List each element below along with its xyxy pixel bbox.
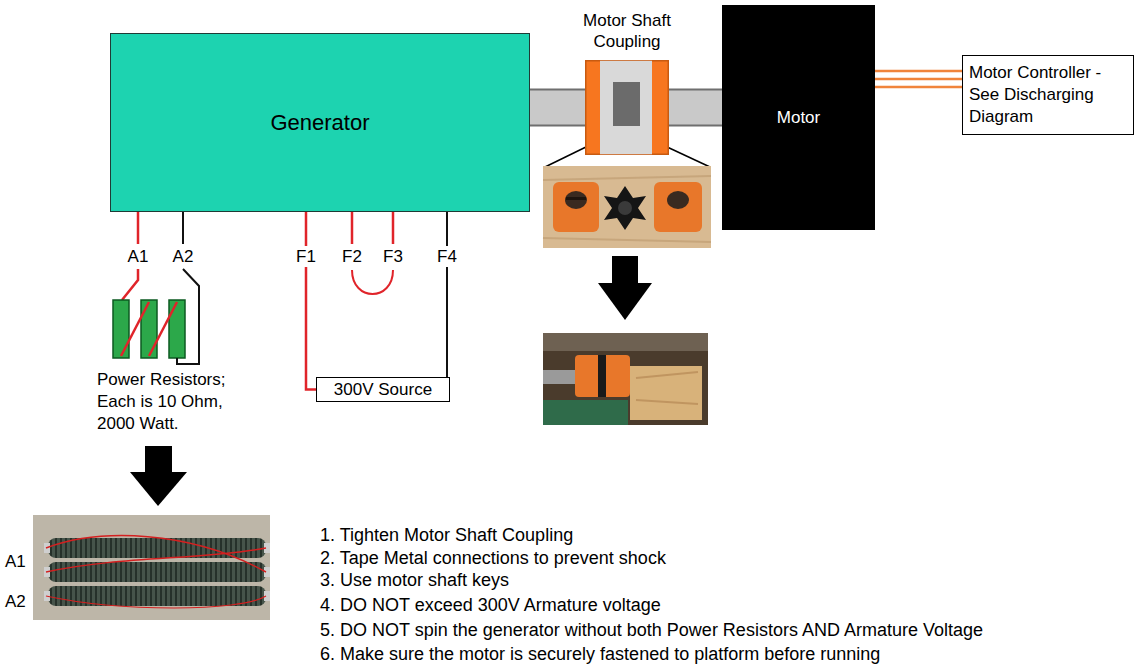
pin-label: A2 xyxy=(171,246,196,267)
instruction-note: 5. DO NOT spin the generator without bot… xyxy=(318,619,985,641)
coupling-symbol xyxy=(585,60,669,155)
resistor-caption: Power Resistors; Each is 10 Ohm, 2000 Wa… xyxy=(95,369,244,435)
box-label: 300V Source xyxy=(334,380,432,400)
controller-wire xyxy=(875,71,962,72)
armature-wiring xyxy=(113,212,199,364)
pin-label: F1 xyxy=(294,246,318,267)
source-box: 300V Source xyxy=(316,377,450,402)
shaft-coupling: Motor Shaft Coupling xyxy=(585,60,669,155)
resistor-photo xyxy=(33,515,270,620)
pin-label: A2 xyxy=(3,591,28,612)
controller-box: Motor Controller - See Discharging Diagr… xyxy=(962,55,1134,135)
motor-shaft-stroke xyxy=(669,89,722,127)
field-wire xyxy=(306,212,316,390)
box-label: Motor xyxy=(777,107,820,128)
box-label: Generator xyxy=(270,110,369,136)
controller-wire xyxy=(875,79,962,80)
direction-arrow xyxy=(598,256,652,320)
instruction-note: 2. Tape Metal connections to prevent sho… xyxy=(318,547,668,569)
controller-wire xyxy=(875,87,962,88)
motor-shaft-stroke xyxy=(530,89,585,127)
box-label: Motor Controller - See Discharging Diagr… xyxy=(969,62,1127,128)
motor-box: Motor xyxy=(722,5,875,230)
pin-label: F4 xyxy=(435,246,459,267)
motor-shaft xyxy=(530,107,585,108)
field-wire xyxy=(447,212,450,390)
instruction-note: 3. Use motor shaft keys xyxy=(318,569,511,591)
part-heading: Motor Shaft Coupling xyxy=(565,10,689,52)
controller-wire-stroke xyxy=(875,78,962,81)
generator-box: Generator xyxy=(110,33,530,212)
pin-label: A1 xyxy=(3,551,28,572)
direction-arrow xyxy=(130,446,187,506)
installed-coupling-photo xyxy=(543,333,708,425)
coupling-parts-photo xyxy=(543,166,711,248)
instruction-note: 1. Tighten Motor Shaft Coupling xyxy=(318,524,575,546)
motor-shaft xyxy=(669,107,722,108)
instruction-note: 4. DO NOT exceed 300V Armature voltage xyxy=(318,594,663,616)
controller-wire-stroke xyxy=(875,86,962,89)
field-wire-stroke xyxy=(447,212,450,390)
pin-label: F3 xyxy=(381,246,405,267)
motor-shaft-stroke xyxy=(669,91,722,125)
instruction-note: 6. Make sure the motor is securely faste… xyxy=(318,643,882,665)
pin-label: F2 xyxy=(340,246,364,267)
motor-shaft-stroke xyxy=(530,91,585,125)
pin-label: A1 xyxy=(126,246,151,267)
controller-wire-stroke xyxy=(875,70,962,73)
field-wire-stroke xyxy=(306,212,316,390)
